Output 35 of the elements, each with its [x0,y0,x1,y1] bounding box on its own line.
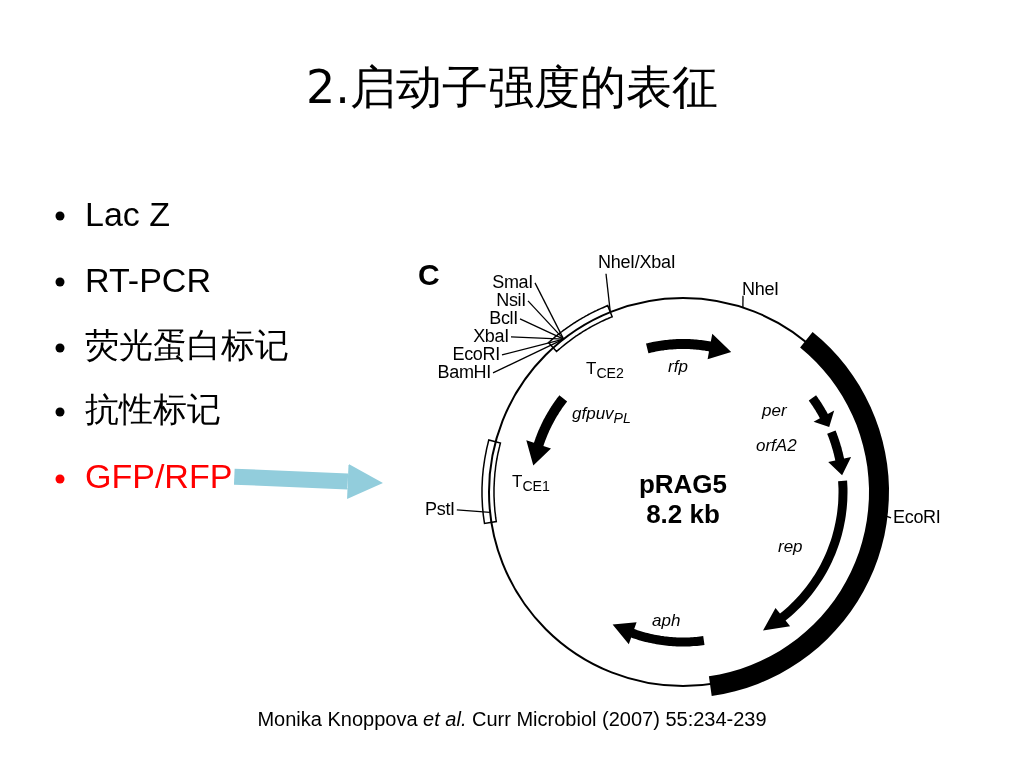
bullet-text: Lac Z [85,196,171,234]
site-label: NheI [742,280,779,300]
bullet-text: RT-PCR [85,262,211,300]
site-label: BamHI [437,363,491,383]
site-label: EcoRI [452,345,500,365]
leader-line [519,318,565,340]
leader-line [456,509,491,513]
bullet-text: GFP/RFP [85,458,233,496]
leader-line [742,295,744,309]
bullet-text: 抗性标记 [85,391,221,429]
gene-label: rfp [668,358,688,377]
arrow [233,463,383,500]
slide-title: 2.启动子强度的表征 [305,62,719,113]
site-label: PstI [425,500,455,520]
terminator-label: T$_{CE1}$ [512,473,550,495]
panel-letter: C [418,258,440,291]
site-label: NsiI [496,291,526,311]
site-label: SmaI [492,273,533,293]
gene-label: rep [778,538,803,557]
site-label: BclI [489,309,518,329]
gene-label: orfA2 [756,437,797,456]
bullet-text: 荧光蛋白标记 [85,327,289,365]
site-label: XbaI [473,327,509,347]
site-label: NheI/XbaI [598,253,676,273]
gene-label: gfpuv$_{PL}$ [572,405,631,427]
plasmid-name: pRAG5 8.2 kb [637,470,729,530]
leader-line [510,336,565,340]
leader-line [534,282,565,340]
leader-line [527,300,565,340]
gene-label: per [762,402,787,421]
gene-label: aph [652,612,681,631]
leader-line [605,273,611,313]
terminator-label: T$_{CE2}$ [586,360,624,382]
citation: Monika Knoppova et al. Curr Microbiol (2007) 55:234-239 [256,708,768,730]
site-label: EcoRI [893,508,941,528]
